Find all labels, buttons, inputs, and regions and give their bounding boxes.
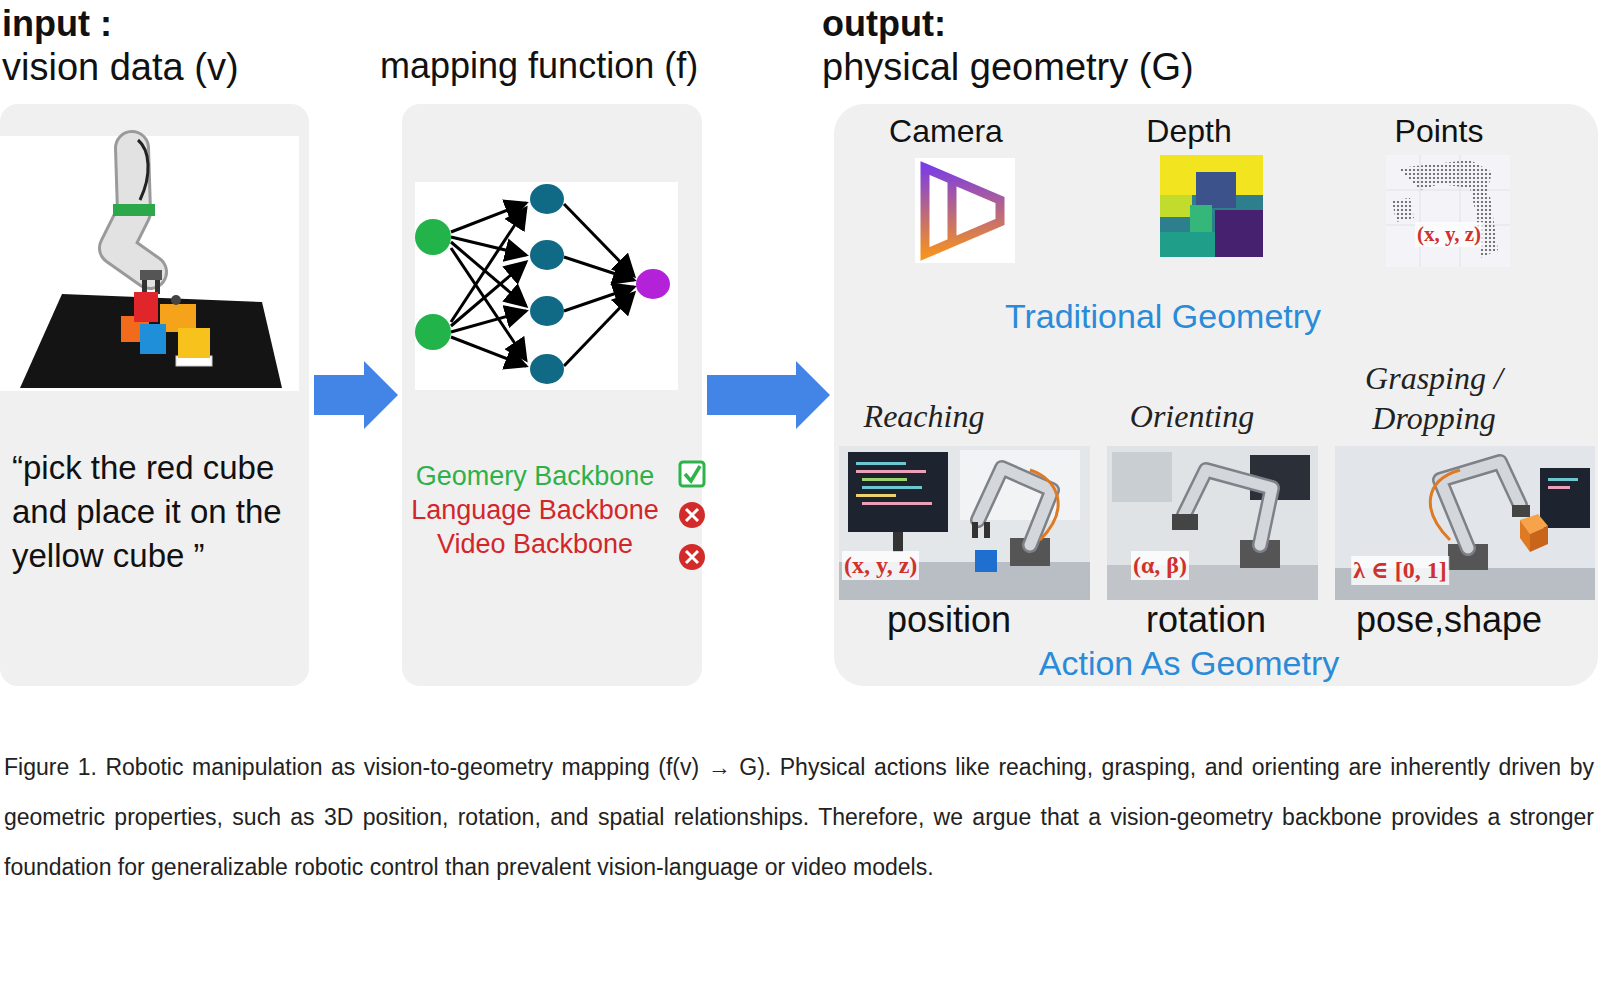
section-heading: output:: [822, 2, 946, 45]
instruction-quote: “pick the red cube and place it on the y…: [12, 446, 304, 578]
coordinate-label: λ ∈ [0, 1]: [1351, 556, 1449, 585]
group-heading: Traditional Geometry: [1005, 296, 1321, 337]
coordinate-label: (α, β): [1131, 551, 1189, 580]
flow-arrow: [707, 361, 830, 429]
modality-label: Points: [1395, 112, 1484, 150]
action-label: Grasping / Dropping: [1344, 358, 1524, 438]
action-label: Orienting: [1130, 397, 1254, 435]
figure-caption: Figure 1. Robotic manipulation as vision…: [4, 742, 1594, 892]
coordinate-label: (x, y, z): [842, 551, 919, 580]
backbone-label: Language Backbone: [411, 494, 659, 526]
mapping-panel: mapping function (f)Geomery BackboneLang…: [402, 104, 702, 686]
geometry-label: pose,shape: [1356, 598, 1542, 641]
geometry-label: position: [887, 598, 1011, 641]
section-subheading: physical geometry (G): [822, 44, 1194, 90]
section-heading: input :: [2, 2, 112, 45]
coordinate-label: (x, y, z): [1415, 222, 1483, 247]
input-panel: input :vision data (v)“pick the red cube…: [0, 104, 309, 686]
backbone-label: Video Backbone: [437, 528, 633, 560]
group-heading: Action As Geometry: [1039, 643, 1339, 684]
modality-label: Camera: [889, 112, 1003, 150]
neural-network-illustration: [402, 104, 702, 686]
backbone-label: Geomery Backbone: [416, 460, 655, 492]
geometry-label: rotation: [1146, 598, 1266, 641]
flow-arrow: [314, 361, 398, 429]
section-subheading: vision data (v): [2, 44, 239, 90]
robot-scene-illustration: [0, 104, 309, 686]
action-label: Reaching: [864, 397, 985, 435]
modality-label: Depth: [1146, 112, 1231, 150]
section-subheading: mapping function (f): [380, 44, 698, 87]
